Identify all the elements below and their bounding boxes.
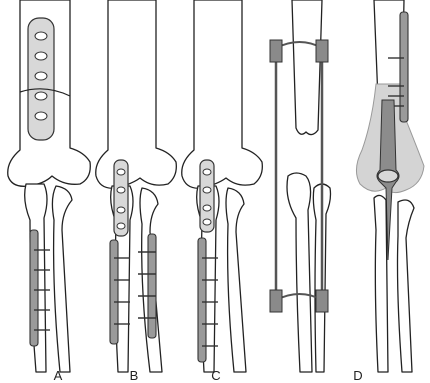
radius-bone [226, 188, 246, 372]
panel-label-b: B [130, 368, 139, 383]
proximal-radius-ulna [287, 173, 331, 372]
humerus-bone [182, 0, 263, 188]
panel-label-d: D [353, 368, 362, 383]
panel-label-c: C [211, 368, 220, 383]
panel-d: D [353, 0, 424, 383]
radius-bone [398, 200, 415, 372]
radius-bone [52, 186, 72, 372]
ulna-bone [374, 195, 388, 372]
panel-b: B [96, 0, 177, 383]
humeral-plate [28, 18, 54, 140]
intra-articular-plate [200, 160, 214, 232]
humerus-bone [292, 0, 322, 135]
panel-label-a: A [54, 368, 63, 383]
panel-a: A [8, 0, 91, 383]
intra-articular-plate [114, 160, 128, 236]
humerus-bone [96, 0, 177, 188]
panel-d-external-fixator [270, 0, 331, 372]
panel-c: C [182, 0, 263, 383]
